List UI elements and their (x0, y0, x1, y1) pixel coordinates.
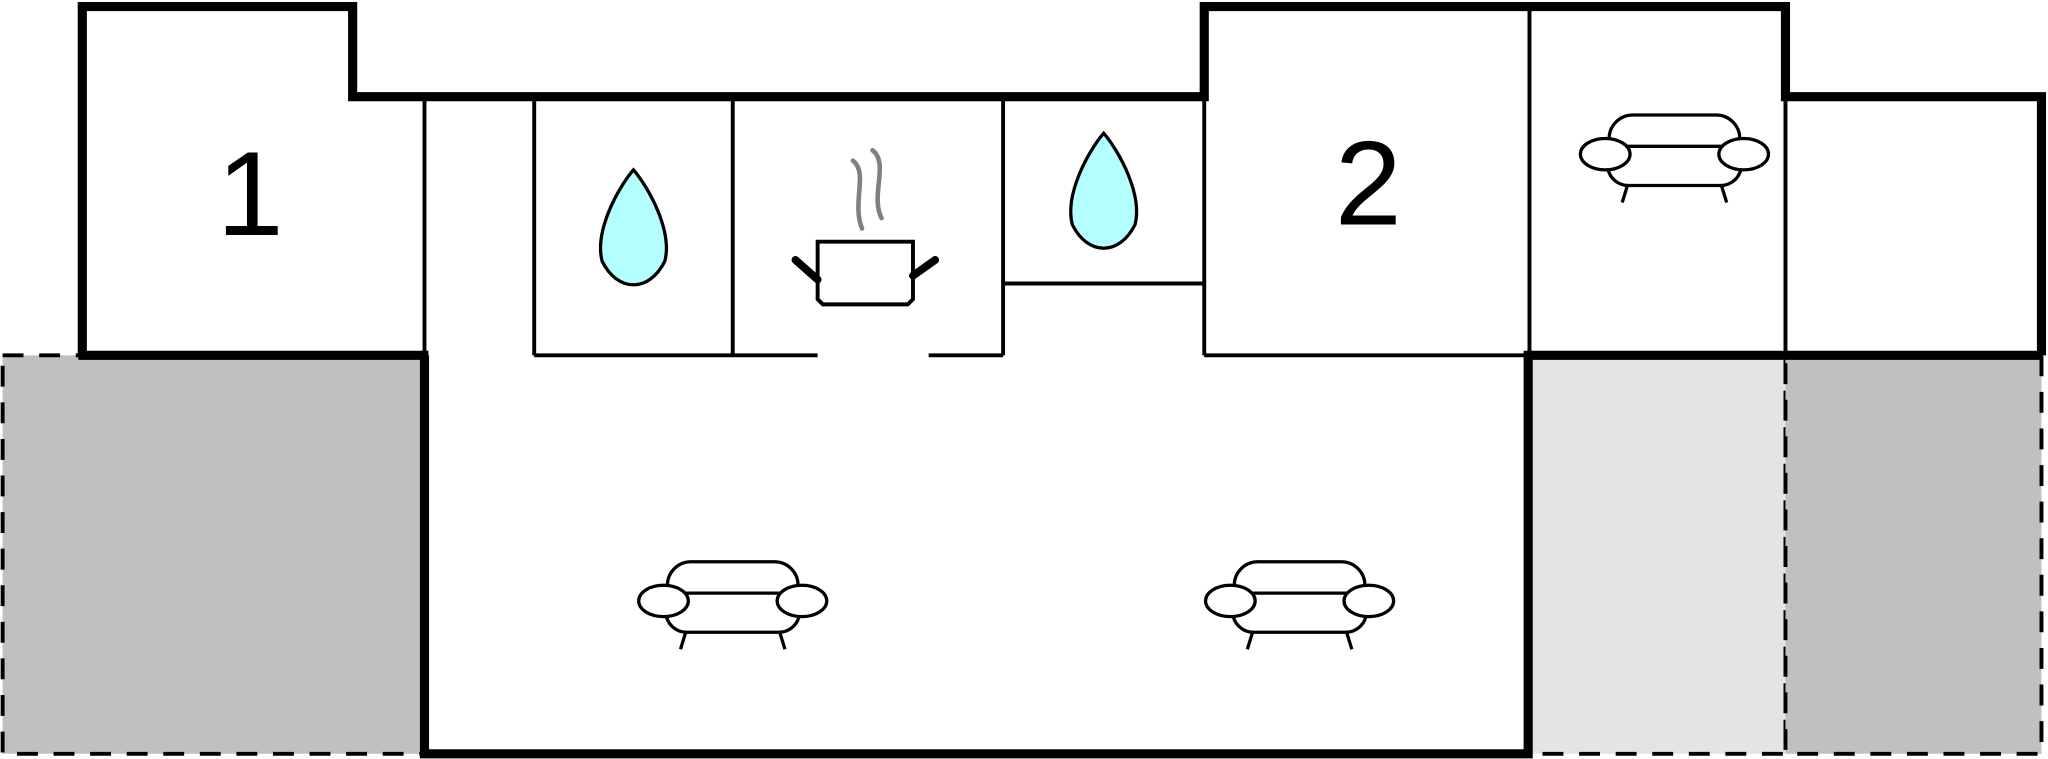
outdoor-area-left (0, 353, 427, 756)
water-drop-icon (1069, 131, 1139, 250)
outdoor-area-right (1783, 353, 2044, 756)
sofa-icon (1203, 560, 1396, 651)
exterior-walls (77, 1, 2047, 759)
outdoor-area-middle-right (1526, 353, 1788, 756)
sofa-icon (637, 560, 829, 651)
interior-walls (422, 6, 1788, 358)
water-drop-icon (598, 168, 669, 287)
room-label-1: 1 (217, 127, 284, 261)
cooking-pot-icon (791, 147, 940, 307)
room-label-2: 2 (1335, 117, 1402, 251)
sofa-icon (1578, 113, 1771, 205)
